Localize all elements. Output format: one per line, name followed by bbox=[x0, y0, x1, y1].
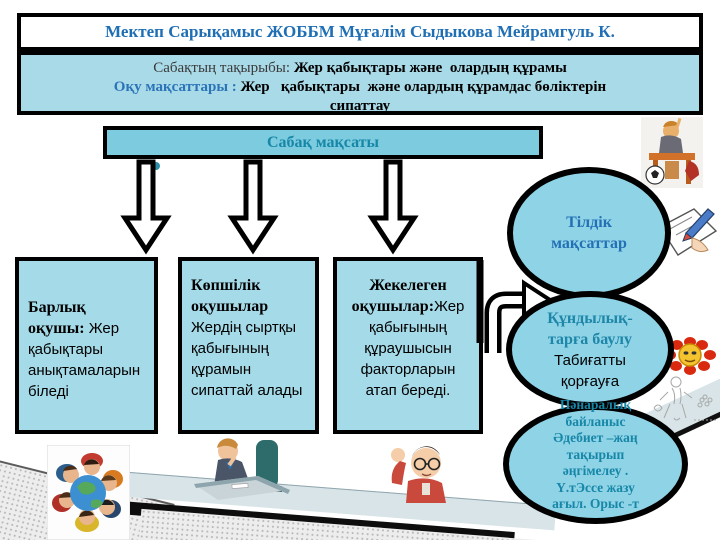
oval-values-lead: тарға баулу bbox=[548, 330, 632, 348]
oval-values-education: Құндылық- тарға баулу Табиғатты қорғауға bbox=[506, 291, 674, 408]
school-title-banner: Мектеп Сарықамыс ЖОББМ Мұғалім Сыдыкова … bbox=[17, 13, 703, 51]
children-around-globe-photo bbox=[47, 445, 130, 540]
objective-box-all-students: Барлық оқушы: Жер қабықтары анықтамалары… bbox=[15, 257, 158, 434]
topic-banner: Сабақтың тақырыбы: Жер қабықтары және ол… bbox=[17, 51, 703, 115]
teal-dot bbox=[152, 162, 160, 170]
oval-values-body: Табиғатты bbox=[554, 351, 626, 369]
boy-raising-hand-clipart bbox=[391, 446, 446, 503]
learning-goal-value2: сипаттау bbox=[329, 98, 391, 114]
oval-language-line: Тілдік bbox=[566, 214, 612, 231]
lesson-goal-text: Сабақ мақсаты bbox=[266, 133, 379, 151]
down-arrow-2 bbox=[227, 159, 279, 255]
learning-goal-line: Оқу мақсаттары : Жер қабықтары және олар… bbox=[21, 78, 699, 97]
topic-label: Сабақтың тақырыбы: bbox=[153, 60, 291, 76]
objective-lead: Жекелеген оқушылар: bbox=[351, 277, 447, 315]
cross-line: әңгімелеу . bbox=[562, 463, 629, 478]
objective-lead: Барлық оқушы: bbox=[28, 299, 86, 337]
learning-goal-value: Жер қабықтары және олардың құрамдас бөлі… bbox=[240, 79, 607, 95]
learning-goal-label: Оқу мақсаттары : bbox=[113, 79, 241, 95]
down-arrow-1 bbox=[120, 159, 172, 255]
pencil-sketch-figure-clipart bbox=[653, 376, 716, 421]
objective-box-individual-students: Жекелеген оқушылар:Жер қабығының құраушы… bbox=[333, 257, 483, 434]
oval-values-lead: Құндылық- bbox=[547, 309, 633, 327]
down-arrow-3 bbox=[367, 159, 419, 255]
oval-cross-subject bbox=[503, 404, 688, 524]
cross-line: Әдебиет –жаң bbox=[553, 430, 638, 445]
hand-writing-with-pen-clipart bbox=[658, 208, 718, 256]
topic-line: Сабақтың тақырыбы: Жер қабықтары және ол… bbox=[21, 59, 699, 78]
cross-line: Пәнаралық bbox=[559, 397, 632, 412]
lesson-goal-banner: Сабақ мақсаты bbox=[103, 126, 543, 159]
oval-cross-subject-text: Пәнаралық байланыс Әдебиет –жаң тақырып … bbox=[503, 397, 688, 513]
oval-language-line: мақсаттар bbox=[551, 235, 627, 252]
topic-value: Жер қабықтары және олардың құрамы bbox=[290, 60, 567, 76]
oval-language-goals: Тілдік мақсаттар bbox=[507, 167, 671, 299]
school-title-text: Мектеп Сарықамыс ЖОББМ Мұғалім Сыдыкова … bbox=[105, 22, 615, 41]
objective-body: Жер қабығының құраушысын факторларын ата… bbox=[360, 298, 465, 399]
pupil-at-school-desk-clipart bbox=[641, 117, 703, 188]
cross-line: ағыл. Орыс -т bbox=[552, 496, 639, 511]
objective-body: Жер қабықтары анықтамаларын біледі bbox=[28, 320, 141, 400]
objective-body: Жердің сыртқы қабығының құрамын сипаттай… bbox=[191, 319, 303, 399]
oval-values-body: қорғауға bbox=[560, 372, 620, 390]
learning-goal-line2: сипаттау bbox=[21, 97, 699, 116]
objective-box-most-students: Көпшілік оқушылар Жердің сыртқы қабығыны… bbox=[178, 257, 319, 434]
cross-line: байланыс bbox=[565, 413, 626, 429]
cross-line: тақырып bbox=[566, 446, 625, 462]
cross-line: Ү.тЭссе жазу bbox=[556, 479, 635, 495]
student-thinking-at-desk-clipart bbox=[194, 438, 290, 500]
objective-lead: Көпшілік оқушылар bbox=[191, 277, 269, 315]
